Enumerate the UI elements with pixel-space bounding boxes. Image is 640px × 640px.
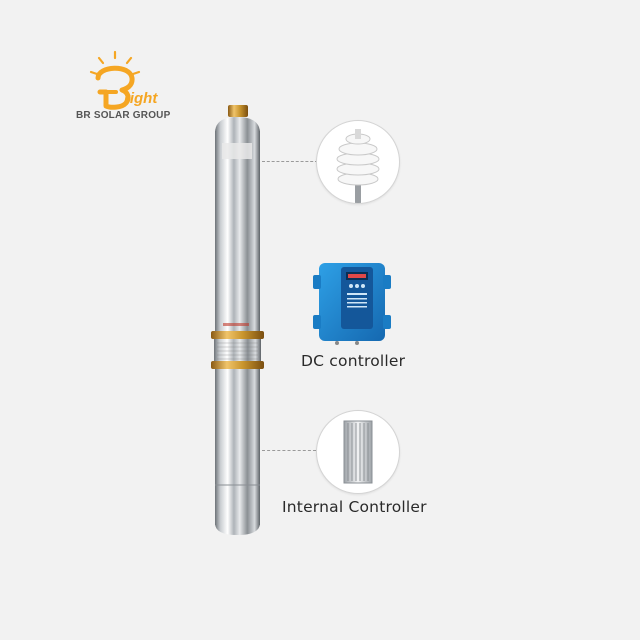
internal-controller-label: Internal Controller (282, 498, 427, 516)
sun-bulb-logo-icon (89, 50, 141, 110)
leader-line-impeller (262, 161, 318, 162)
internal-controller-detail (316, 410, 400, 494)
logo-caption: BR SOLAR GROUP (76, 110, 171, 121)
logo-wordmark: right (124, 90, 158, 107)
internal-controller-icon (343, 420, 373, 484)
leader-line-internal-controller (262, 450, 316, 451)
impeller-icon (336, 129, 380, 203)
impeller-detail (316, 120, 400, 204)
submersible-pump (211, 105, 264, 535)
controller-box-icon (313, 263, 391, 345)
brand-logo: right BR SOLAR GROUP (70, 48, 190, 128)
dc-controller-label: DC controller (301, 352, 406, 370)
